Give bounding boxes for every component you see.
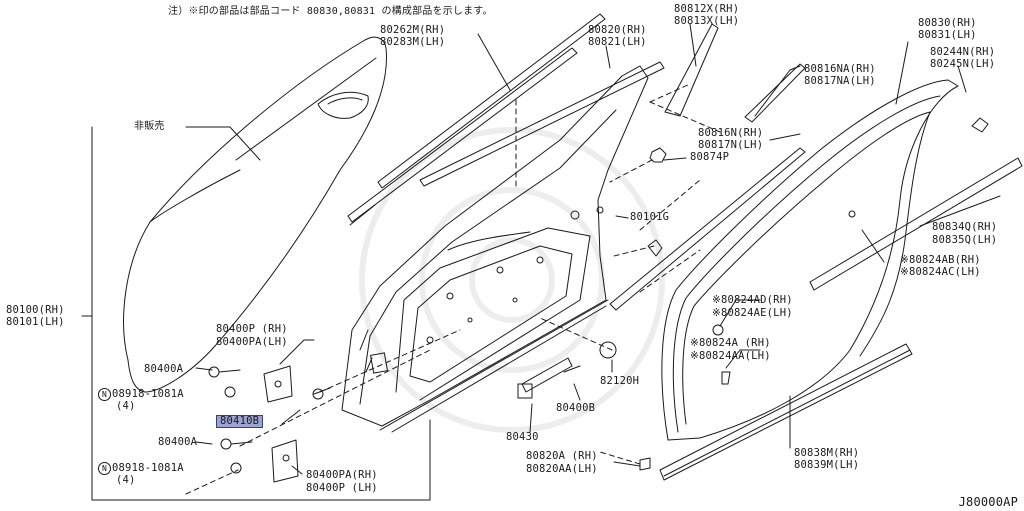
watermark-crest xyxy=(359,127,665,433)
part-label-80835q: 80835Q(LH) xyxy=(932,234,998,246)
part-label-80824ab: ※80824AB(RH) xyxy=(900,254,981,266)
part-label-80831: 80831(LH) xyxy=(918,29,977,41)
part-label-82120h: 82120H xyxy=(600,375,640,387)
part-label-80400b: 80400B xyxy=(556,402,596,414)
part-label-80245n: 80245N(LH) xyxy=(930,58,996,70)
part-label-80824ac: ※80824AC(LH) xyxy=(900,266,981,278)
part-label-80400pa-lh: 80400PA(LH) xyxy=(216,336,288,348)
part-label-80100: 80100(RH) xyxy=(6,304,65,316)
not-sold-bracket xyxy=(91,126,431,501)
part-label-80820aa: 80820AA(LH) xyxy=(526,463,598,475)
circle-n-icon: N xyxy=(98,388,111,401)
part-label-80400a-upper: 80400A xyxy=(144,363,184,375)
body-weatherstrip xyxy=(609,79,1023,481)
bolt-part-number-lower: 08918-1081A xyxy=(112,462,184,474)
part-label-80817n: 80817N(LH) xyxy=(698,139,764,151)
part-label-80821: 80821(LH) xyxy=(588,36,647,48)
part-label-80244n: 80244N(RH) xyxy=(930,46,996,58)
part-label-80101g: 80101G xyxy=(630,211,670,223)
part-label-80812x: 80812X(RH) xyxy=(674,3,740,15)
bolt-qty-upper: (4) xyxy=(116,400,136,412)
door-inner-panel xyxy=(341,65,649,433)
part-label-80400p-rh: 80400P (RH) xyxy=(216,323,288,335)
part-label-80820: 80820(RH) xyxy=(588,24,647,36)
part-label-80430: 80430 xyxy=(506,431,539,443)
bolt-part-number-upper: 08918-1081A xyxy=(112,388,184,400)
dashed-guides xyxy=(185,83,721,495)
part-label-80816n: 80816N(RH) xyxy=(698,127,764,139)
part-label-80410b-highlighted[interactable]: 80410B xyxy=(216,415,264,428)
part-label-80262m: 80262M(RH) xyxy=(380,24,446,36)
part-label-80824ad: ※80824AD(RH) xyxy=(712,294,793,306)
part-label-80820a: 80820A (RH) xyxy=(526,450,598,462)
part-label-80400a-lower: 80400A xyxy=(158,436,198,448)
not-sold-label: 非販売 xyxy=(134,121,165,132)
part-label-80874p: 80874P xyxy=(690,151,730,163)
part-label-80830: 80830(RH) xyxy=(918,17,977,29)
part-label-80834q: 80834Q(RH) xyxy=(932,221,998,233)
diagram-code: J80000AP xyxy=(958,495,1018,509)
part-label-80839m: 80839M(LH) xyxy=(794,459,860,471)
part-label-80400pa-rh: 80400PA(RH) xyxy=(306,469,378,481)
part-label-80824a: ※80824A (RH) xyxy=(690,337,771,349)
part-label-80824ae: ※80824AE(LH) xyxy=(712,307,793,319)
window-moldings xyxy=(347,13,806,226)
part-label-80838m: 80838M(RH) xyxy=(794,447,860,459)
part-label-80400p-lh: 80400P (LH) xyxy=(306,482,378,494)
fasteners xyxy=(208,147,856,483)
leader-lines xyxy=(81,23,1001,475)
part-label-80817na: 80817NA(LH) xyxy=(804,75,876,87)
circle-n-icon: N xyxy=(98,462,111,475)
part-label-80824aa: ※80824AA(LH) xyxy=(690,350,771,362)
part-label-80813x: 80813X(LH) xyxy=(674,15,740,27)
part-label-80283m: 80283M(LH) xyxy=(380,36,446,48)
bolt-qty-lower: (4) xyxy=(116,474,136,486)
header-note: 注）※印の部品は部品コード 80830,80831 の構成部品を示します。 xyxy=(168,6,493,17)
part-label-80101: 80101(LH) xyxy=(6,316,65,328)
part-label-80816na: 80816NA(RH) xyxy=(804,63,876,75)
outer-door-skin xyxy=(123,36,387,393)
